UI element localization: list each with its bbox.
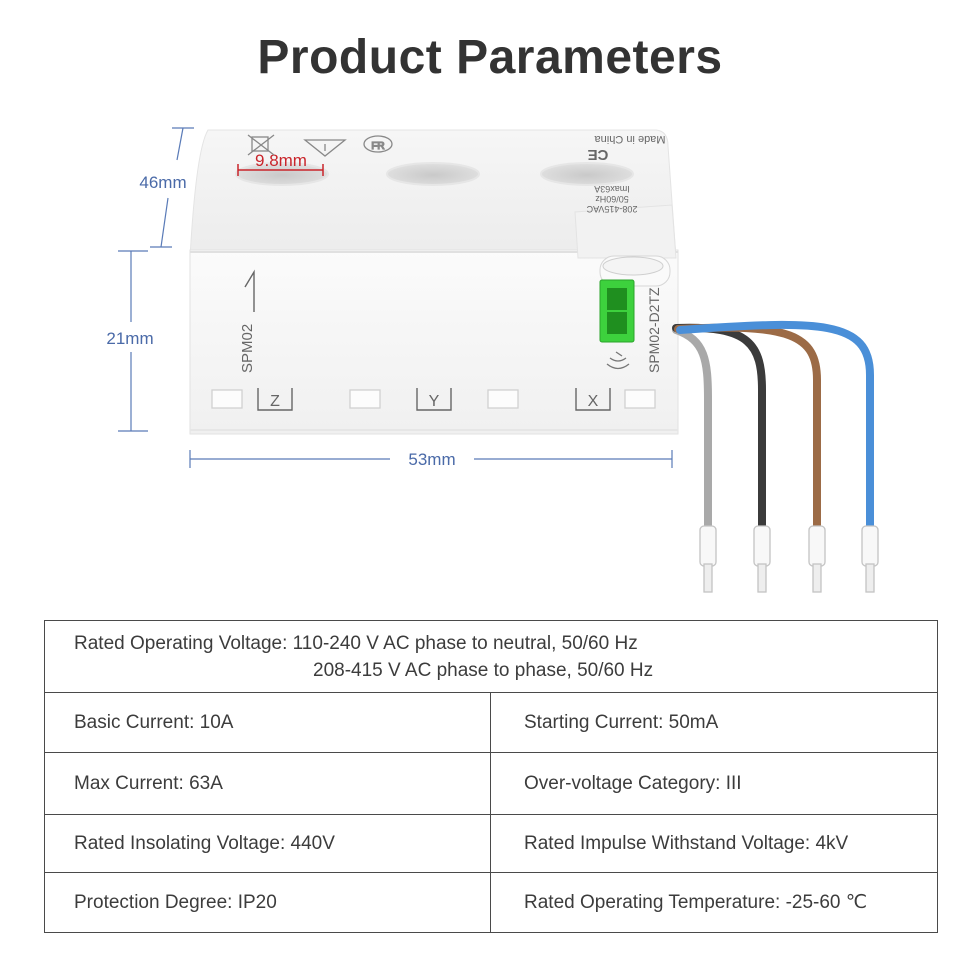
wire-black	[672, 323, 766, 532]
svg-text:CE: CE	[588, 146, 609, 163]
rating-current: Imax63A	[594, 184, 630, 194]
terminal-labels: Z Y X	[257, 388, 611, 411]
ce-mark-icon: CE	[588, 146, 609, 163]
wireless-icon	[606, 351, 630, 370]
terminal-y-label: Y	[429, 393, 440, 410]
spec-impulse-voltage: Rated Impulse Withstand Voltage: 4kV	[489, 814, 939, 873]
model-label: SPM02	[239, 324, 256, 373]
terminal-hole-1	[235, 162, 329, 186]
warning-triangle-icon	[303, 139, 347, 157]
device-front-face	[189, 249, 679, 435]
spec-insolating-voltage: Rated Insolating Voltage: 440V	[44, 814, 491, 873]
terminal-z-label: Z	[270, 393, 280, 410]
height-dimension-line	[118, 250, 148, 432]
spec-voltage-line2: 208-415 V AC phase to phase, 50/60 Hz	[313, 659, 654, 681]
spec-basic-current: Basic Current: 10A	[44, 692, 491, 753]
table-row: Protection Degree: IP20 Rated Operating …	[44, 872, 939, 933]
table-row: Rated Insolating Voltage: 440V Rated Imp…	[44, 814, 939, 873]
depth-dimension-label: 46mm	[139, 173, 186, 192]
spec-overvoltage-category: Over-voltage Category: III	[489, 752, 939, 815]
table-row: Basic Current: 10A Starting Current: 50m…	[44, 692, 939, 753]
table-row: Rated Operating Voltage: 110-240 V AC ph…	[43, 620, 939, 693]
product-diagram: 9.8mm FR Made in China CE 208-415VAC 50/…	[106, 127, 879, 593]
page-title: Product Parameters	[257, 31, 723, 84]
wire-ferrules	[699, 525, 879, 593]
spec-operating-temperature: Rated Operating Temperature: -25-60 ℃	[489, 872, 939, 933]
rating-label: Made in China	[594, 133, 666, 145]
spec-voltage-line1: Rated Operating Voltage: 110-240 V AC ph…	[74, 632, 638, 654]
wire-harness	[672, 320, 874, 532]
hole-dimension-label: 9.8mm	[255, 151, 307, 170]
width-dimension-line	[189, 450, 673, 468]
spec-table: Rated Operating Voltage: 110-240 V AC ph…	[43, 620, 939, 933]
svg-text:FR: FR	[371, 141, 384, 152]
bottom-slots	[211, 389, 656, 409]
spec-starting-current: Starting Current: 50mA	[489, 692, 939, 753]
depth-dimension-line	[150, 127, 194, 248]
green-connector	[599, 279, 635, 343]
terminal-hole-2	[386, 162, 480, 186]
wire-gray	[672, 326, 712, 532]
table-row: Max Current: 63A Over-voltage Category: …	[44, 752, 939, 815]
certification-mark-icon: FR	[363, 135, 393, 153]
model-label-group: SPM02	[239, 269, 256, 373]
wire-brown	[674, 323, 821, 532]
weee-bin-icon	[247, 134, 275, 156]
wire-blue	[676, 320, 874, 532]
rating-frequency: 50/60Hz	[595, 194, 629, 204]
width-dimension-label: 53mm	[408, 450, 455, 469]
spec-max-current: Max Current: 63A	[44, 752, 491, 815]
spec-protection-degree: Protection Degree: IP20	[44, 872, 491, 933]
terminal-hole-3	[540, 162, 634, 186]
spec-voltage-cell: Rated Operating Voltage: 110-240 V AC ph…	[43, 620, 939, 693]
model-label-side: SPM02-D2TZ	[646, 287, 662, 373]
terminal-x-label: X	[588, 393, 599, 410]
height-dimension-label: 21mm	[106, 329, 153, 348]
rating-voltage: 208-415VAC	[586, 204, 637, 214]
svg-text:Made in China: Made in China	[594, 133, 666, 145]
